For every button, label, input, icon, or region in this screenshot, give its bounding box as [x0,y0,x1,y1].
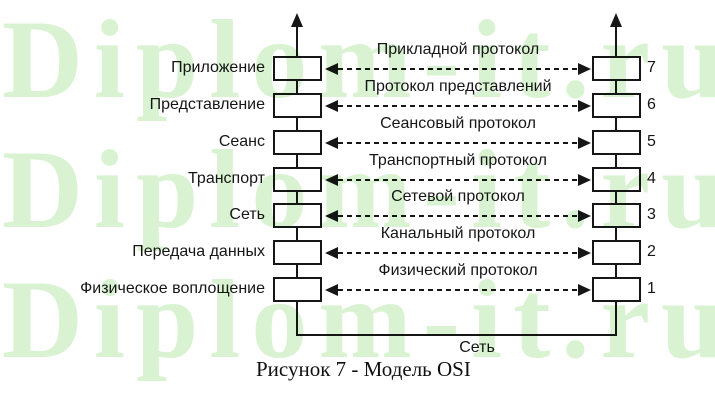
layer-box-left [273,130,322,155]
layer-box-left [273,277,322,302]
layer-box-right [592,167,641,192]
layer-number: 5 [647,133,656,150]
right-arrowhead-icon [578,246,591,259]
up-arrow-icon [291,13,303,27]
layer-name: Представление [149,96,265,113]
protocol-label: Сетевой протокол [391,188,525,205]
right-arrowhead-icon [578,283,591,296]
dashed-line [338,67,578,70]
layer-box-left [273,167,322,192]
left-arrowhead-icon [325,62,338,75]
left-arrowhead-icon [325,99,338,112]
protocol-label: Сеансовый протокол [380,115,536,132]
left-arrowhead-icon [325,136,338,149]
layer-row: Приложение Прикладной протокол 7 [0,42,715,81]
layer-name: Сеть [229,206,265,223]
layer-row: Физическое воплощение Физический протоко… [0,263,715,302]
layer-box-right [592,130,641,155]
layer-name: Сеанс [218,133,265,150]
right-arrowhead-icon [578,136,591,149]
layer-number: 7 [647,59,656,76]
protocol-arrow [325,209,591,222]
protocol-label: Физический протокол [378,262,538,279]
right-arrowhead-icon [578,173,591,186]
layer-box-right [592,277,641,302]
layer-box-left [273,240,322,265]
dashed-line [338,141,578,144]
layer-number: 4 [647,170,656,187]
layer-box-right [592,93,641,118]
left-arrowhead-icon [325,209,338,222]
network-label: Сеть [459,339,495,356]
layer-row: Сеанс Сеансовый протокол 5 [0,116,715,155]
right-arrowhead-icon [578,62,591,75]
layer-box-right [592,240,641,265]
protocol-label: Прикладной протокол [376,41,540,58]
up-arrow-icon [610,13,622,27]
layer-row: Передача данных Канальный протокол 2 [0,226,715,265]
layer-name: Приложение [171,59,265,76]
dashed-line [338,288,578,291]
protocol-arrow [325,136,591,149]
layer-box-right [592,56,641,81]
layer-row: Представление Протокол представлений 6 [0,79,715,118]
protocol-arrow [325,246,591,259]
protocol-arrow [325,99,591,112]
dashed-line [338,251,578,254]
protocol-label: Канальный протокол [380,225,536,242]
right-arrowhead-icon [578,209,591,222]
layer-name: Физическое воплощение [80,280,265,297]
protocol-arrow [325,173,591,186]
protocol-arrow [325,283,591,296]
dashed-line [338,178,578,181]
layer-name: Транспорт [188,170,265,187]
protocol-label: Транспортный протокол [369,152,547,169]
protocol-label: Протокол представлений [364,78,552,95]
dashed-line [338,104,578,107]
layer-row: Сеть Сетевой протокол 3 [0,189,715,228]
layer-box-left [273,93,322,118]
left-arrowhead-icon [325,246,338,259]
layer-number: 2 [647,243,656,260]
layer-box-left [273,203,322,228]
layer-number: 1 [647,280,656,297]
protocol-arrow [325,62,591,75]
layer-number: 3 [647,206,656,223]
layer-box-left [273,56,322,81]
right-arrowhead-icon [578,99,591,112]
left-arrowhead-icon [325,173,338,186]
layer-box-right [592,203,641,228]
left-arrowhead-icon [325,283,338,296]
layer-row: Транспорт Транспортный протокол 4 [0,153,715,192]
dashed-line [338,214,578,217]
figure-caption: Рисунок 7 - Модель OSI [256,357,471,381]
layer-number: 6 [647,96,656,113]
network-bus-line [296,334,617,336]
layer-name: Передача данных [132,243,265,260]
